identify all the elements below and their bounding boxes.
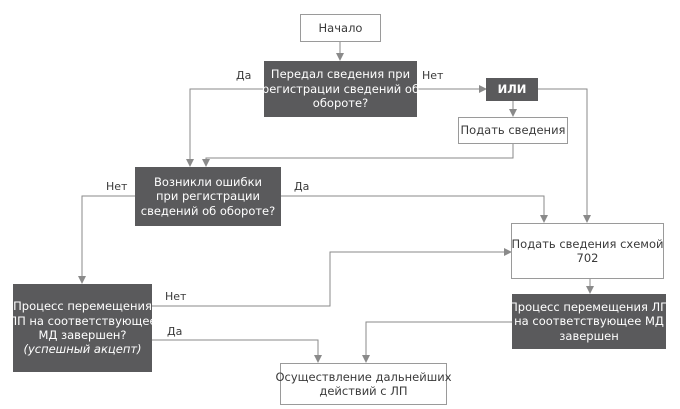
transfer-done-node: Процесс перемещения ЛП на соответствующе… (509, 294, 669, 349)
transfer-note: (успешный акцепт) (23, 342, 142, 357)
edge-q3-no (152, 248, 512, 307)
label-q1-yes: Да (236, 69, 252, 82)
start-node: Начало (300, 14, 381, 42)
edge-q3-yes (152, 339, 322, 363)
edge-submit-to-q2 (202, 144, 514, 167)
decision-transfer-complete: Процесс перемещения ЛП на соответствующе… (8, 284, 157, 372)
label-q1-no: Нет (422, 69, 444, 82)
edge-q1-yes (186, 88, 264, 167)
edge-done-to-further (362, 321, 512, 363)
label-q2-no: Нет (106, 180, 128, 193)
decision-errors: Возникли ошибки при регистрации сведений… (135, 167, 281, 226)
decision-submitted-info: Передал сведения при регистрации сведени… (262, 61, 419, 117)
or-gate-node: ИЛИ (486, 78, 538, 101)
submit-702-node: Подать сведения схемой 702 (511, 223, 664, 279)
submit-info-node: Подать сведения (458, 117, 568, 144)
edge-q2-no (78, 195, 135, 284)
label-q2-yes: Да (294, 180, 310, 193)
label-q3-no: Нет (165, 290, 187, 303)
label-q3-yes: Да (167, 325, 183, 338)
edge-q2-yes (281, 195, 548, 223)
edge-or-to-702 (538, 88, 591, 223)
further-actions-node: Осуществление дальнейших действий с ЛП (275, 363, 452, 405)
